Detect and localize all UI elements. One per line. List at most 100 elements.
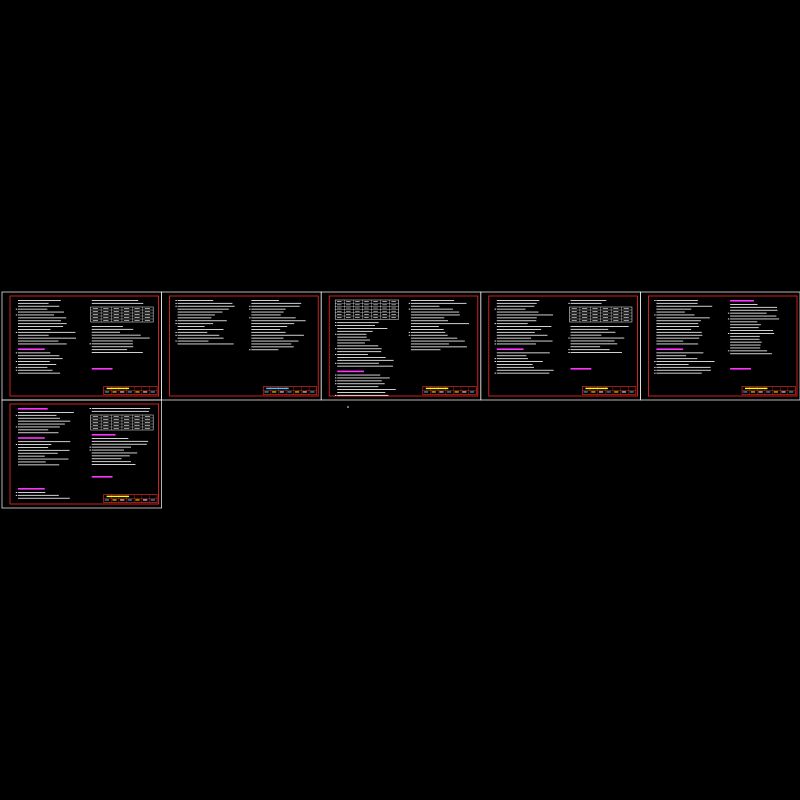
sheet-1-right-text-line [91, 337, 150, 339]
sheet-6-titleblock-cell [135, 499, 140, 501]
sheet-3-left-text-line [337, 351, 382, 353]
sheet-5-left-b-text-line [656, 358, 698, 360]
sheet-6-titleblock-cell [127, 499, 132, 501]
sheet-3-left-text-line [337, 325, 375, 326]
sheet-4-right-table-cell [623, 308, 629, 309]
sheet-6-right-a-text-line [91, 408, 151, 409]
sheet-5-right-line-marker [727, 318, 730, 320]
sheet-5-right-text-line [730, 341, 762, 343]
sheet-3-right-text-line [410, 308, 453, 310]
sheet-1-titleblock-cell [112, 391, 117, 393]
sheet-3-left-b-line-marker [335, 380, 337, 382]
sheet-5-drawing-frame [648, 295, 798, 397]
sheet-4-right-text-line [570, 352, 622, 353]
sheet-4-left-b-text-line [496, 372, 550, 374]
sheet-1-left-text-line [18, 343, 67, 345]
sheet-5-titleblock-name [745, 387, 768, 390]
sheet-3-left-table-cell [337, 307, 342, 309]
sheet-6 [1, 399, 162, 509]
sheet-4-right-table-cell [602, 308, 609, 309]
sheet-5-right-text-line [730, 333, 775, 334]
sheet-3-left-table-cell [391, 301, 396, 302]
sheet-3-titleblock-name [425, 387, 449, 390]
sheet-1-left-b-line-marker [15, 352, 18, 354]
sheet-4-left-text-line [496, 334, 548, 336]
sheet-3-left-table-cell [346, 310, 351, 312]
sheet-4-left-b-text-line [496, 364, 533, 365]
sheet-6-right-table-cell [134, 422, 140, 423]
sheet-1-right-text-line [91, 331, 121, 333]
sheet-1-left-b-line-marker [15, 369, 18, 371]
sheet-6-right-table-cell [134, 419, 140, 420]
sheet-1-left-text-line [18, 331, 76, 333]
sheet-3-left-text-line [337, 348, 382, 350]
sheet-4-right-table-cell [613, 314, 619, 315]
sheet-1-right-table-cell [134, 317, 140, 318]
sheet-6-titleblock-cell [120, 499, 125, 501]
sheet-2-right-text-line [251, 317, 296, 319]
sheet-2-left-line-marker [175, 300, 177, 301]
sheet-3-left-table-cell [355, 304, 360, 306]
sheet-1-right-line-marker [89, 343, 91, 345]
sheet-3-right-line-marker [408, 308, 411, 310]
sheet-2-left-line-marker [175, 305, 177, 307]
sheet-1-left-b-text-line [18, 372, 61, 374]
sheet-5-right-text-line [730, 344, 761, 346]
sheet-4-right-table-cell [582, 320, 588, 321]
sheet-1-titleblock-cell [120, 391, 125, 393]
sheet-3-titleblock-cell [454, 391, 459, 393]
sheet-2-right-text-line [251, 337, 284, 339]
sheet-5-left-text-line [656, 300, 698, 301]
sheet-3-right-text-line [410, 329, 444, 330]
sheet-3-left-table-cell [391, 304, 396, 306]
sheet-5-left-text-line [656, 329, 692, 330]
sheet-6-right-table-cell [124, 419, 130, 420]
sheet-6-right-table-cell [92, 416, 99, 417]
sheet-4-left-text-line [496, 300, 540, 301]
sheet-2-right-text-line [251, 343, 292, 345]
sheet-6-left-b-text-line [18, 444, 52, 445]
sheet-4-left-text-line [496, 343, 537, 345]
sheet-3-left-b-line-marker [335, 377, 337, 379]
sheet-2-left-text-line [177, 334, 220, 336]
sheet-5-titleblock-cell [743, 391, 748, 393]
sheet-3-right-text-line [410, 320, 448, 322]
sheet-4-left-text-line [496, 302, 537, 304]
sheet-6-drawing-frame [9, 403, 160, 505]
sheet-1-left-text-line [18, 337, 76, 339]
sheet-3-left-table-cell [382, 310, 387, 312]
sheet-4-right-table-cell [613, 308, 619, 309]
sheet-1-right-table-cell [144, 308, 151, 309]
sheet-4-right-table-cell [602, 311, 609, 312]
sheet-1-left-text-line [18, 300, 61, 301]
sheet-1-right-table-cell [103, 320, 109, 321]
sheet-3-left-table-cell [373, 310, 378, 312]
sheet-3-left-table-cell [355, 310, 360, 312]
sheet-4-right-table-cell [592, 314, 598, 315]
sheet-4-right-a-line-marker [568, 302, 570, 304]
sheet-5-titleblock-cell [758, 391, 763, 393]
sheet-3-left-text-line [337, 354, 368, 355]
sheet-1-right-a-text-line [91, 300, 139, 301]
sheet-2-right-text-line [251, 300, 279, 301]
sheet-2-left-text-line [177, 314, 215, 316]
sheet-3-titleblock-cell [446, 391, 452, 393]
sheet-1-left-text-line [18, 308, 48, 310]
sheet-4-left-line-marker [494, 340, 496, 342]
sheet-6-right-table-cell [113, 428, 119, 429]
sheet-5-right-line-marker [727, 312, 730, 314]
sheet-5-section-heading [656, 348, 684, 350]
sheet-6-bottom-heading [18, 488, 45, 490]
sheet-5-left-b-text-line [656, 366, 711, 368]
sheet-6-right-table-cell [113, 416, 119, 417]
sheet-3-left-text-line [337, 322, 379, 324]
sheet-4-titleblock-cell [591, 391, 596, 393]
sheet-5-titleblock-cell [789, 391, 794, 393]
sheet-4-left-text-line [496, 320, 537, 322]
sheet-5-left-line-marker [654, 314, 656, 316]
sheet-5-right-text-line [730, 330, 774, 331]
sheet-3-right-text-line [410, 349, 441, 351]
sheet-2-left-text-line [177, 329, 224, 330]
sheet-2-left-line-marker [175, 323, 177, 325]
sheet-5-right-text-line [730, 312, 767, 314]
